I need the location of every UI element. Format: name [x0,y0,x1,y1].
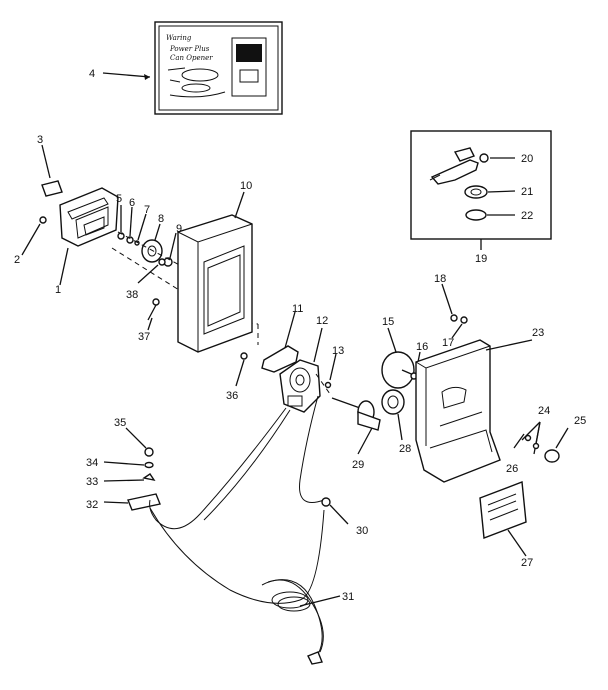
callout-4: 4 [89,68,95,80]
callout-13: 13 [332,345,344,357]
front-cover [415,339,501,483]
lever-housing [59,187,119,247]
wire-1 [149,407,287,530]
callout-21: 21 [521,186,533,198]
callout-5: 5 [116,193,122,205]
power-cord [261,579,324,665]
callout-12: 12 [316,315,328,327]
drive-shaft [331,389,405,431]
callout-20: 20 [521,153,533,165]
callout-37: 37 [138,331,150,343]
callout-18: 18 [434,273,446,285]
callout-22: 22 [521,210,533,222]
callout-27: 27 [521,557,533,569]
callout-24: 24 [538,405,550,417]
callout-8: 8 [158,213,164,225]
callout-26: 26 [506,463,518,475]
pad-part [41,180,63,197]
inset-box-cutter [410,130,552,240]
instruction-manual: Waring Power Plus Can Opener [154,21,283,115]
callout-32: 32 [86,499,98,511]
cutting-wheel [381,351,415,389]
callout-31: 31 [342,591,354,603]
callout-16: 16 [416,341,428,353]
callout-38: 38 [126,289,138,301]
callout-15: 15 [382,316,394,328]
callout-11: 11 [292,303,303,315]
callout-30: 30 [356,525,368,537]
wire-2 [299,395,325,503]
manual-brand: Waring [166,34,192,42]
callout-34: 34 [86,457,98,469]
motor [279,359,331,413]
callout-19: 19 [475,253,487,265]
callout-25: 25 [574,415,586,427]
callout-33: 33 [86,476,98,488]
callout-35: 35 [114,417,126,429]
wire-3 [149,507,325,604]
callout-9: 9 [176,223,182,235]
manual-title-line1: Power Plus [169,45,210,53]
callout-6: 6 [129,197,135,209]
manual-title-line2: Can Opener [170,54,213,62]
callout-10: 10 [240,180,252,192]
callout-7: 7 [144,204,150,216]
callout-2: 2 [14,254,20,266]
label-plate [479,481,527,539]
callout-17: 17 [442,337,454,349]
callout-29: 29 [352,459,364,471]
main-housing [177,214,253,353]
callout-23: 23 [532,327,544,339]
switch-plate [127,493,161,511]
callout-28: 28 [399,443,411,455]
callout-36: 36 [226,390,238,402]
callout-1: 1 [55,284,61,296]
callout-3: 3 [37,134,43,146]
